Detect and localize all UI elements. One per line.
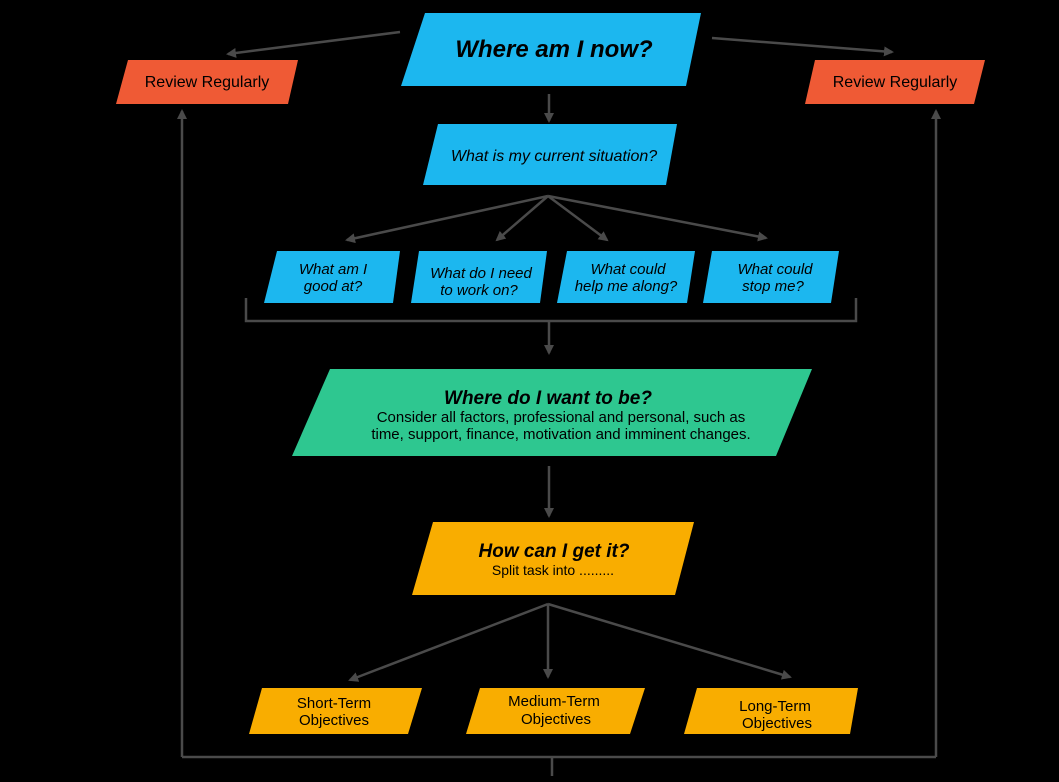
review-regularly-right-node: Review Regularly: [805, 60, 985, 104]
arrow-to-review-left: [226, 30, 401, 58]
objective-node-long-term: Long-Term Objectives: [684, 688, 858, 734]
review-left-shape: [116, 60, 298, 104]
arrow-to-review-right: [711, 36, 894, 57]
question-2-shape: [411, 251, 547, 303]
where-now-shape: [401, 13, 701, 86]
question-4-line1: What could: [737, 261, 813, 278]
objective-node-medium-term: Medium-Term Objectives: [466, 688, 645, 734]
get-it-title: How can I get it?: [479, 541, 630, 562]
question-node-4: What could stop me?: [703, 251, 839, 303]
review-right-label: Review Regularly: [833, 74, 958, 91]
want-to-be-title: Where do I want to be?: [444, 388, 652, 409]
where-am-i-now-node: Where am I now?: [401, 13, 701, 86]
arrow-to-question-4: [547, 194, 768, 242]
connectors: [177, 30, 941, 776]
arrow-to-long-term: [547, 602, 792, 680]
want-to-be-line1: Consider all factors, professional and p…: [377, 409, 746, 426]
long-term-line2: Objectives: [742, 715, 812, 732]
question-1-line2: good at?: [304, 278, 363, 295]
get-it-subtitle: Split task into .........: [492, 562, 614, 578]
arrow-to-question-3: [547, 194, 609, 242]
review-regularly-left-node: Review Regularly: [116, 60, 298, 104]
question-3-line1: What could: [590, 261, 666, 278]
how-get-it-node: How can I get it? Split task into ......…: [412, 522, 694, 595]
question-2-line2: to work on?: [440, 282, 518, 299]
arrow-to-short-term: [348, 602, 549, 682]
question-4-shape: [703, 251, 839, 303]
medium-term-line2: Objectives: [521, 711, 591, 728]
want-to-be-shape: [292, 369, 812, 456]
current-situation-shape: [423, 124, 677, 185]
question-1-line1: What am I: [299, 261, 367, 278]
arrow-to-question-1: [345, 194, 549, 244]
questions-bracket: [244, 298, 858, 323]
short-term-line2: Objectives: [299, 712, 369, 729]
medium-term-shape: [466, 688, 645, 734]
question-node-1: What am I good at?: [264, 251, 400, 303]
want-to-be-line2: time, support, finance, motivation and i…: [371, 426, 750, 443]
question-4-line2: stop me?: [742, 278, 804, 295]
where-want-to-be-node: Where do I want to be? Consider all fact…: [292, 369, 812, 456]
objective-node-short-term: Short-Term Objectives: [249, 688, 422, 734]
question-2-line1: What do I need: [430, 265, 532, 282]
short-term-line1: Short-Term: [297, 695, 371, 712]
long-term-shape: [684, 688, 858, 734]
where-now-label: Where am I now?: [455, 36, 653, 63]
question-node-3: What could help me along?: [557, 251, 695, 303]
medium-term-line1: Medium-Term: [508, 693, 600, 710]
arrow-to-question-2: [495, 195, 549, 242]
review-right-shape: [805, 60, 985, 104]
review-left-label: Review Regularly: [145, 74, 270, 91]
get-it-shape: [412, 522, 694, 595]
question-1-shape: [264, 251, 400, 303]
current-situation-label: What is my current situation?: [451, 148, 657, 165]
long-term-line1: Long-Term: [739, 698, 811, 715]
question-node-2: What do I need to work on?: [411, 251, 547, 303]
question-3-line2: help me along?: [575, 278, 678, 295]
current-situation-node: What is my current situation?: [423, 124, 677, 185]
question-3-shape: [557, 251, 695, 303]
short-term-shape: [249, 688, 422, 734]
